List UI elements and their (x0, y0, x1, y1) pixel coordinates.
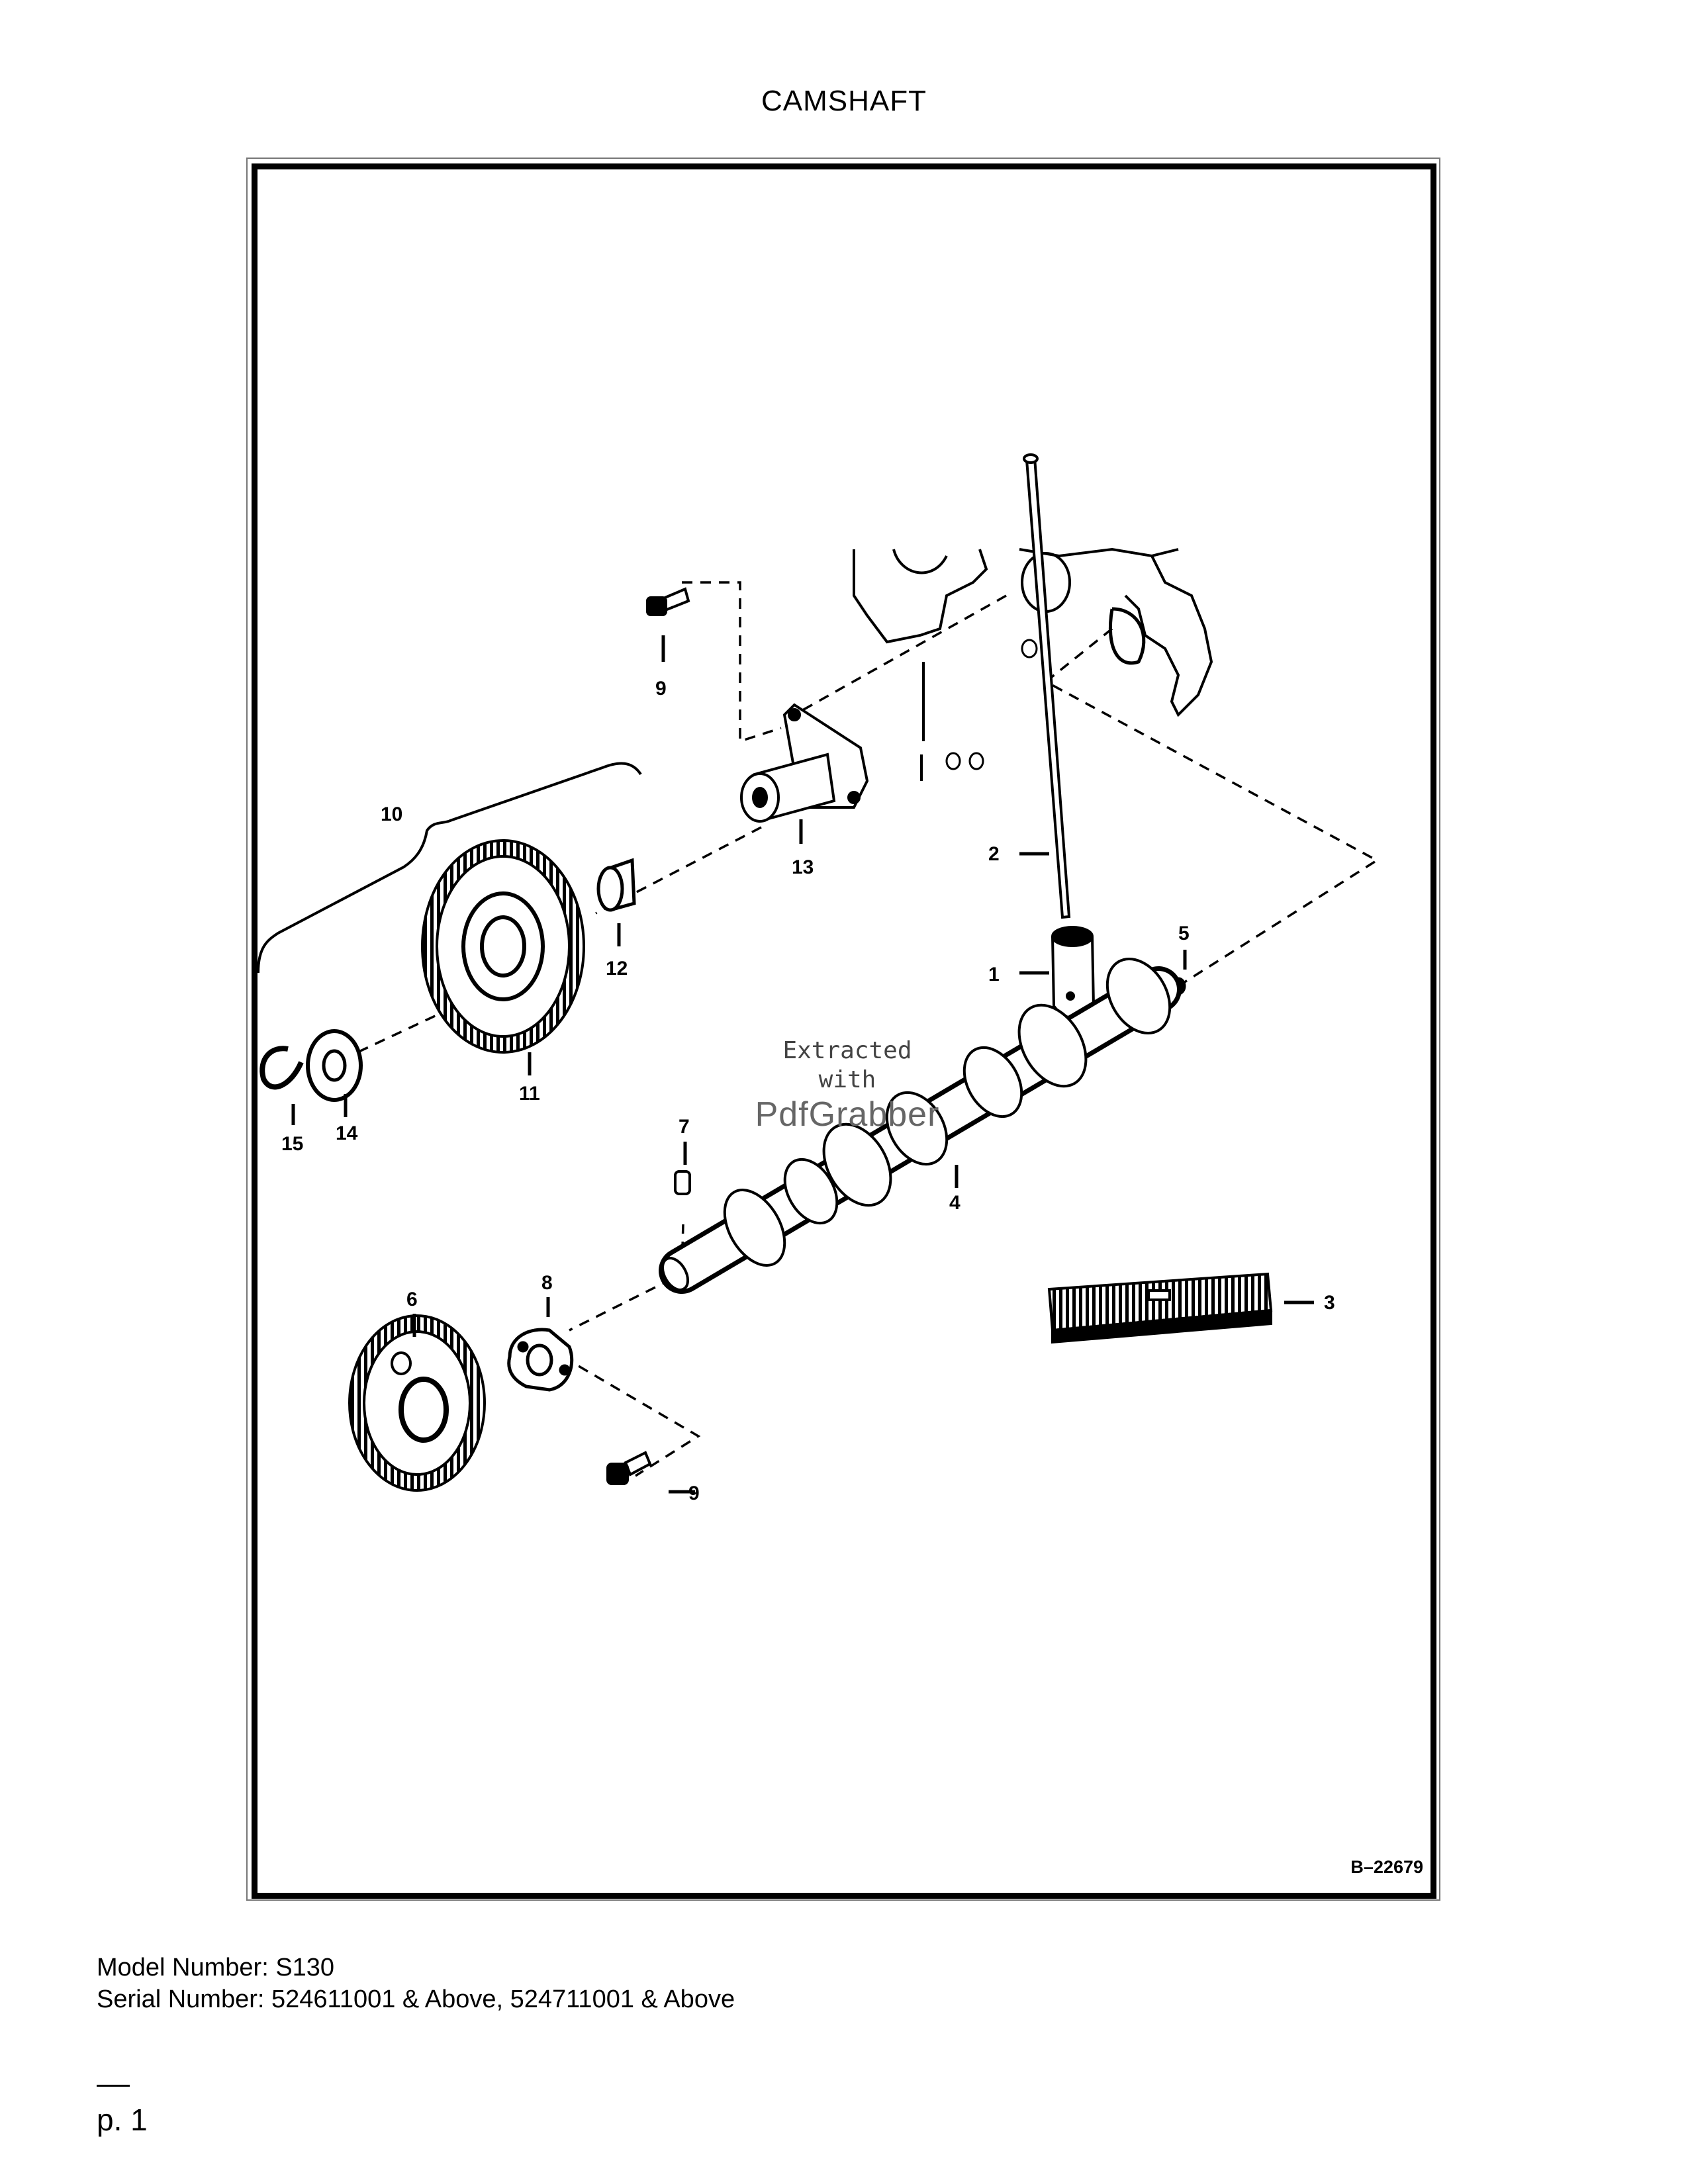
callout-10: 10 (381, 803, 402, 825)
idler-shaft (740, 703, 869, 823)
figure-frame (252, 163, 1436, 1899)
idler-gear (421, 839, 585, 1054)
page-separator (97, 2085, 130, 2087)
callout-8: 8 (541, 1272, 553, 1294)
callout-3: 3 (1324, 1292, 1335, 1314)
thrust-washer (306, 1029, 363, 1102)
callout-14: 14 (336, 1122, 358, 1144)
callout-13: 13 (792, 856, 814, 878)
camshaft-exploded-diagram: 9 10 13 2 12 1 5 11 14 15 7 4 3 8 6 9 (258, 453, 1380, 1504)
callout-2: 2 (988, 843, 1000, 865)
bushing (596, 858, 636, 912)
callout-7: 7 (679, 1116, 690, 1138)
watermark-line-1: Extracted (782, 1037, 912, 1064)
callout-12: 12 (606, 958, 628, 979)
serial-number: Serial Number: 524611001 & Above, 524711… (97, 1985, 735, 2013)
page-number: p. 1 (97, 2103, 148, 2137)
bearing-strip (1047, 1272, 1273, 1344)
watermark-line-3: PdfGrabber (755, 1095, 940, 1134)
callout-9-upper: 9 (655, 678, 667, 700)
group-10-bracket (258, 762, 642, 974)
callout-11: 11 (519, 1083, 540, 1105)
callout-5: 5 (1178, 923, 1190, 944)
camshaft (659, 957, 1182, 1294)
leader-lines (291, 635, 1314, 1494)
page-title: CAMSHAFT (761, 85, 927, 117)
callout-9-lower: 9 (688, 1482, 700, 1504)
callout-1: 1 (988, 964, 1000, 985)
callout-15: 15 (281, 1133, 303, 1155)
key (674, 1170, 691, 1195)
camshaft-gear (348, 1314, 486, 1492)
snap-ring (259, 1046, 304, 1090)
figure-id: B–22679 (1350, 1857, 1423, 1877)
watermark-line-2: with (818, 1066, 876, 1093)
pdfgrabber-watermark: Extracted with PdfGrabber (728, 1036, 966, 1134)
thrust-plate (507, 1328, 574, 1392)
bolt-upper (646, 587, 690, 616)
figure-outer-border (246, 158, 1440, 1901)
callout-6: 6 (406, 1289, 418, 1310)
bolt-lower (606, 1451, 652, 1485)
model-number: Model Number: S130 (97, 1954, 335, 1981)
callout-4: 4 (949, 1192, 961, 1214)
callout-labels: 9 10 13 2 12 1 5 11 14 15 7 4 3 8 6 9 (281, 678, 1335, 1504)
push-rod (1023, 453, 1071, 919)
engine-block-outline (853, 547, 1213, 781)
